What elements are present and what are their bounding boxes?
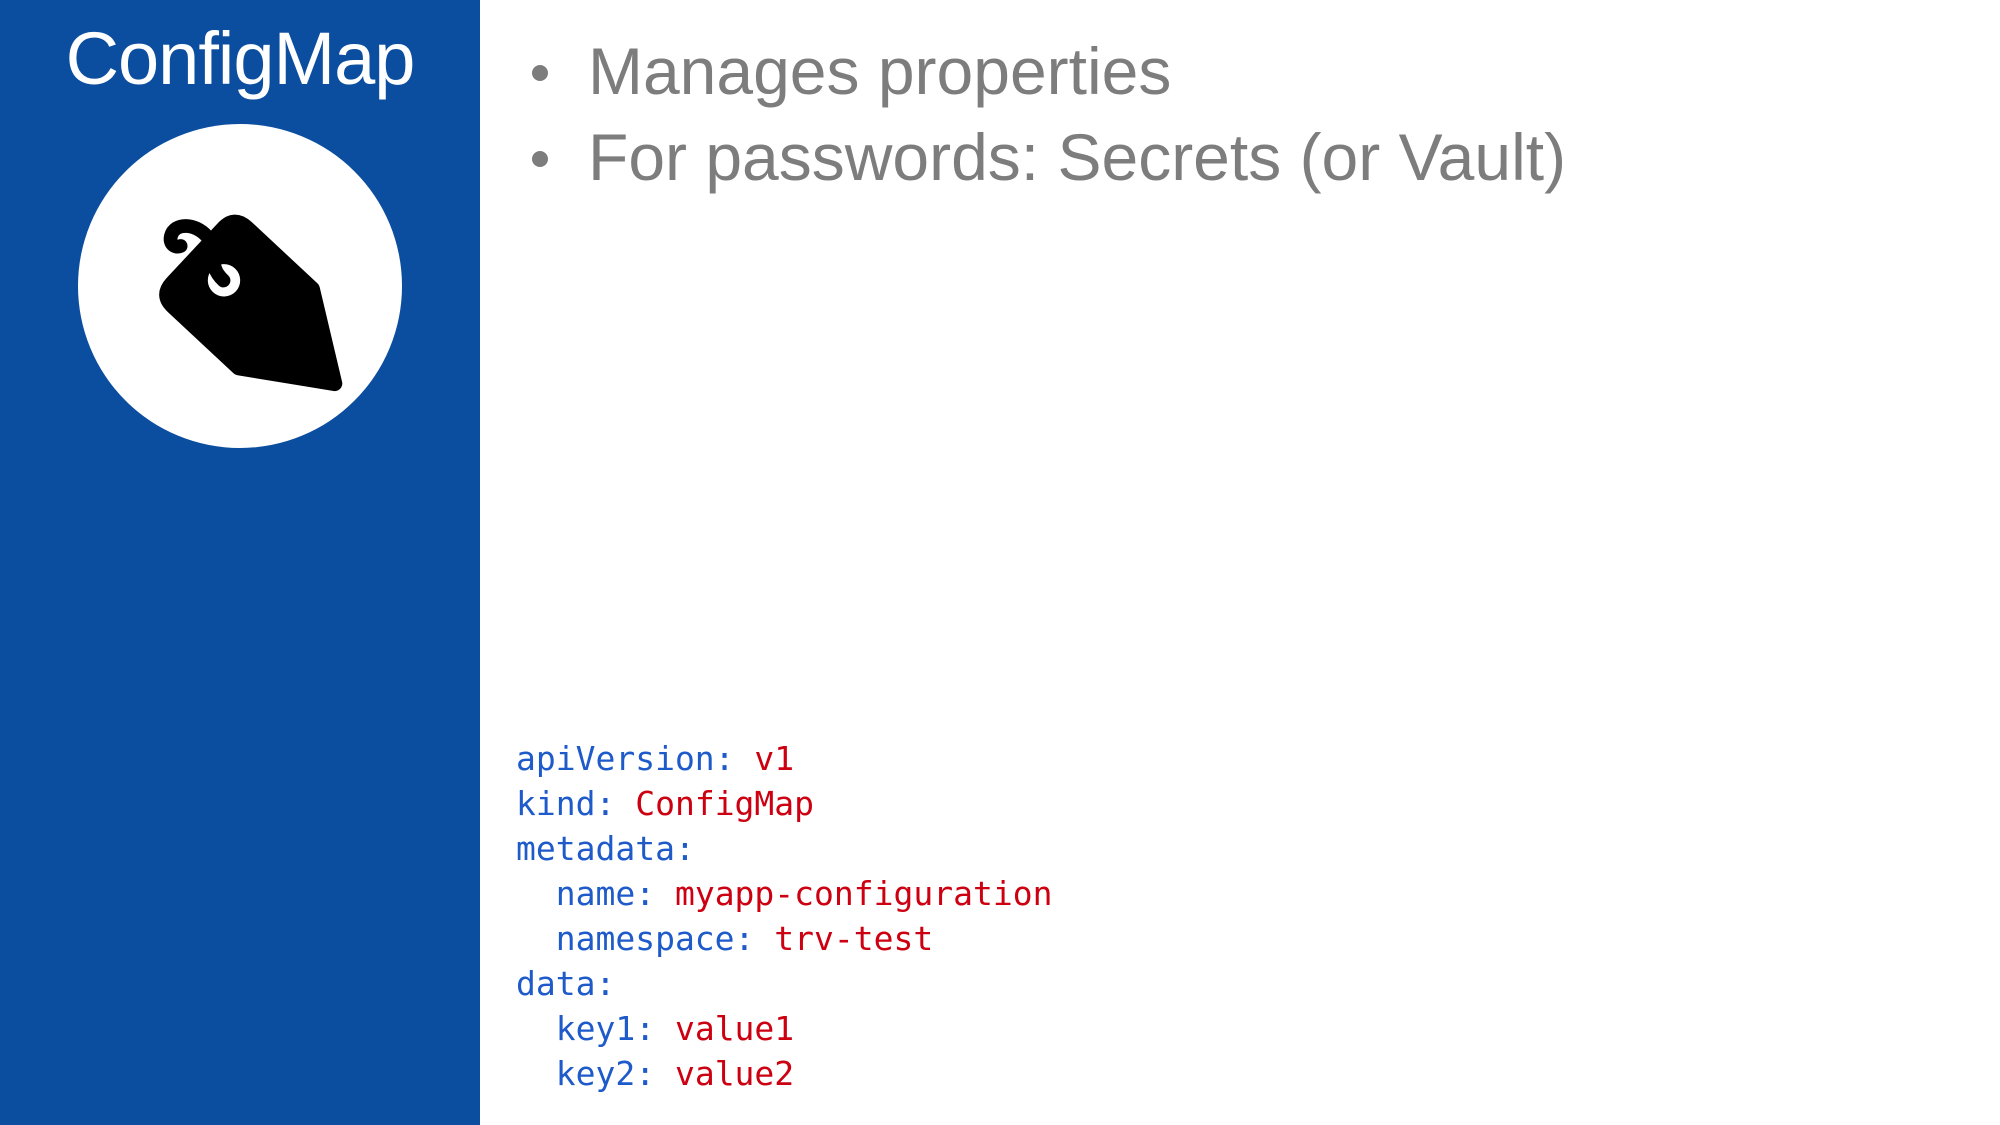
code-plain xyxy=(655,874,675,913)
code-plain xyxy=(754,919,774,958)
code-value: v1 xyxy=(754,739,795,778)
code-value: ConfigMap xyxy=(635,784,815,823)
bullet-item: Manages properties xyxy=(530,28,1566,114)
code-line: key2: value2 xyxy=(516,1051,1052,1096)
code-value: myapp-configuration xyxy=(674,874,1053,913)
icon-badge xyxy=(78,124,402,448)
code-line: key1: value1 xyxy=(516,1006,1052,1051)
code-plain xyxy=(615,784,635,823)
page-title: ConfigMap xyxy=(65,17,416,100)
code-line: data: xyxy=(516,961,1052,1006)
code-key: kind: xyxy=(516,784,616,823)
code-line: kind: ConfigMap xyxy=(516,781,1052,826)
code-key: namespace: xyxy=(516,919,755,958)
code-value: value2 xyxy=(674,1054,795,1093)
tag-icon xyxy=(159,214,343,392)
bullet-dot-icon xyxy=(532,151,548,167)
bullet-item: For passwords: Secrets (or Vault) xyxy=(530,114,1566,200)
code-key: apiVersion: xyxy=(516,739,735,778)
bullet-text: For passwords: Secrets (or Vault) xyxy=(588,120,1567,194)
code-key: data: xyxy=(516,964,616,1003)
code-key: metadata: xyxy=(516,829,695,868)
code-plain xyxy=(655,1054,675,1093)
code-line: namespace: trv-test xyxy=(516,916,1052,961)
sidebar: ConfigMap xyxy=(0,0,480,1125)
code-value: trv-test xyxy=(774,919,934,958)
code-plain xyxy=(735,739,755,778)
code-plain xyxy=(655,1009,675,1048)
code-line: apiVersion: v1 xyxy=(516,736,1052,781)
code-line: name: myapp-configuration xyxy=(516,871,1053,916)
bullet-dot-icon xyxy=(532,65,548,81)
content: Manages properties For passwords: Secret… xyxy=(480,0,2000,1125)
code-key: name: xyxy=(516,874,656,913)
bullet-list: Manages properties For passwords: Secret… xyxy=(530,28,1566,200)
code-line: metadata: xyxy=(516,826,1052,871)
code-key: key1: xyxy=(516,1009,656,1048)
bullet-text: Manages properties xyxy=(588,34,1172,108)
code-key: key2: xyxy=(516,1054,656,1093)
code-value: value1 xyxy=(674,1009,795,1048)
